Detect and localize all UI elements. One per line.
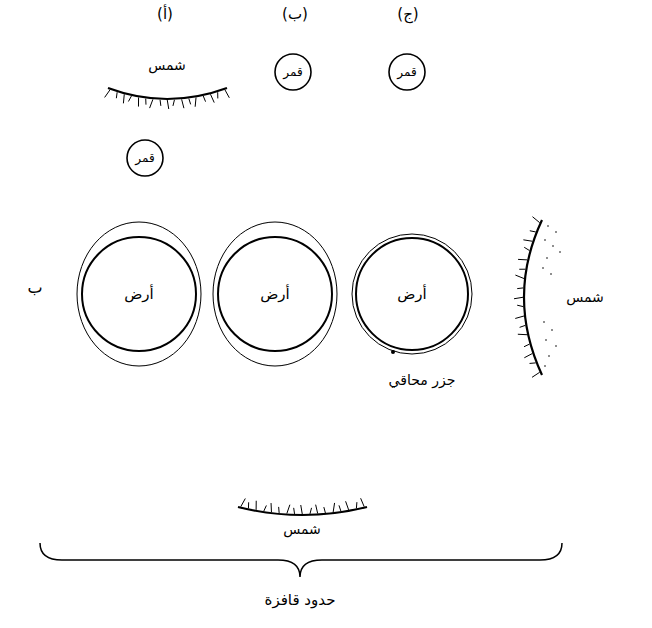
sun-ray <box>517 305 523 306</box>
panel-label: (ب) <box>282 5 308 23</box>
sun-ray <box>356 502 357 508</box>
note-label: جزر محاقي <box>389 372 456 389</box>
side-label: ب <box>27 278 42 297</box>
sun-ray <box>333 503 334 512</box>
sun-ray <box>517 287 523 289</box>
sun-label: شمس <box>148 57 186 74</box>
curly-bracket <box>40 543 562 577</box>
sun-ray <box>339 505 341 511</box>
sun-ray <box>524 247 529 250</box>
moon-circle: قمر <box>273 52 313 92</box>
sun-ray <box>523 240 532 241</box>
sun-ray <box>361 498 365 506</box>
earth-outline <box>82 237 196 351</box>
sun-figure: شمس <box>500 215 640 380</box>
sun-ray <box>532 372 540 377</box>
moon-label: قمر <box>397 65 416 79</box>
earth-outline <box>218 237 332 351</box>
sun-ray <box>293 508 295 514</box>
sun-ray <box>225 90 229 98</box>
sun-ray <box>210 94 214 102</box>
sun-ray <box>520 325 526 327</box>
sun-ray <box>203 96 205 102</box>
sun-label: شمس <box>566 289 604 306</box>
tidal-bulge <box>213 222 337 366</box>
sun-label: شمس <box>283 521 321 538</box>
sun-ray <box>346 501 349 510</box>
panel-label: (ج) <box>397 5 418 23</box>
sun-ray <box>530 362 536 364</box>
sun-ray <box>515 316 524 318</box>
sun-ray <box>287 505 290 514</box>
panel-label: (أ) <box>157 5 173 23</box>
tidal-bulge <box>77 222 201 366</box>
sun-ray <box>248 502 249 508</box>
sun-ray <box>518 259 527 261</box>
sun-ray <box>278 507 280 513</box>
sun-ray <box>532 217 539 223</box>
moon-label: قمر <box>135 151 154 165</box>
sun-ray <box>518 334 527 335</box>
sun-ray <box>173 100 174 106</box>
sun-ray <box>514 297 523 299</box>
sun-ray <box>138 97 139 106</box>
earth-circle: أرض <box>75 220 203 368</box>
note-label: حدود قافزة <box>265 591 336 609</box>
earth-label: أرض <box>397 285 427 303</box>
sun-ray <box>116 92 118 98</box>
sun-ray <box>324 507 326 513</box>
sun-ray <box>189 99 191 105</box>
sun-arc <box>524 220 542 375</box>
earth-circle: أرض <box>350 232 474 356</box>
earth-outline <box>356 238 468 350</box>
moon-outline <box>127 140 163 176</box>
earth-label: أرض <box>260 285 290 303</box>
sun-ray <box>264 505 267 511</box>
sun-ray <box>145 99 146 105</box>
sun-figure: شمس <box>105 48 230 123</box>
sun-stipple <box>542 225 561 367</box>
sun-ray <box>530 231 536 232</box>
moon-outline <box>389 54 425 90</box>
sun-ray <box>217 92 218 98</box>
sun-ray <box>524 353 532 357</box>
sun-ray <box>241 498 246 506</box>
sun-ray <box>316 505 318 514</box>
tidal-bulge <box>352 234 472 354</box>
sun-ray <box>128 96 131 101</box>
moon-outline <box>275 54 311 90</box>
sun-ray <box>256 501 257 510</box>
sun-ray <box>519 269 525 270</box>
sun-ray <box>515 275 524 278</box>
sun-ray <box>160 100 162 106</box>
sun-ray <box>271 503 272 512</box>
sun-figure: شمس <box>235 485 370 545</box>
sun-ray <box>182 99 184 108</box>
moon-label: قمر <box>283 65 302 79</box>
moon-circle: قمر <box>387 52 427 92</box>
sun-ray <box>105 90 110 98</box>
earth-label: أرض <box>124 285 154 303</box>
earth-circle: أرض <box>211 220 339 368</box>
sun-ray <box>150 99 153 108</box>
moon-circle: قمر <box>125 138 165 178</box>
sun-ray <box>524 344 530 347</box>
sun-ray <box>195 97 197 106</box>
sun-ray <box>167 100 169 109</box>
sun-ray <box>310 508 312 514</box>
sun-ray <box>301 505 303 514</box>
sun-ray <box>123 94 125 103</box>
sun-arc <box>108 88 227 99</box>
